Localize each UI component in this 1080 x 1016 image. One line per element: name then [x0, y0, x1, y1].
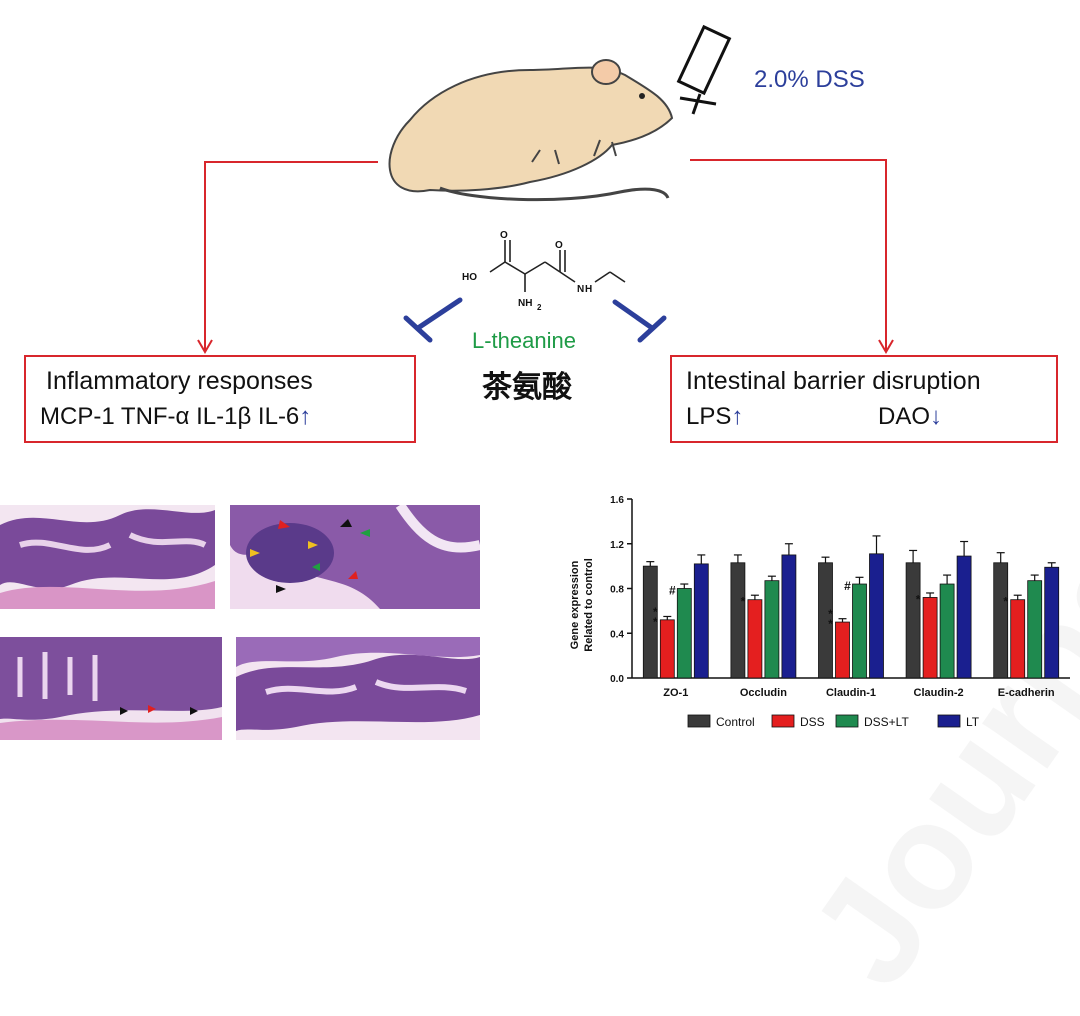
bar-lt-occludin [781, 554, 797, 679]
histology-lt-image [236, 637, 480, 740]
bar-dss-lt-claudin-2 [939, 583, 955, 679]
y-tick-label: 1.6 [610, 495, 624, 506]
dss-label: 2.0% DSS [754, 66, 865, 93]
barrier-box: Intestinal barrier disruption LPS↑ DAO↓ [670, 355, 1058, 443]
lps-line: LPS↑ [686, 403, 743, 431]
significance-mark: # [669, 584, 676, 598]
legend-swatch [937, 714, 961, 728]
syringe-icon [676, 24, 732, 115]
y-axis-label-line2: Related to control [583, 558, 595, 652]
bar-dss-lt-occludin [764, 580, 780, 679]
bar-control-occludin [730, 562, 746, 679]
x-tick-label: Occludin [740, 687, 787, 699]
significance-mark: * [828, 607, 833, 621]
bar-control-e-cadherin [993, 562, 1009, 679]
inflammatory-title: Inflammatory responses [46, 367, 313, 395]
bar-lt-zo-1 [693, 563, 709, 679]
significance-mark: * [741, 595, 746, 609]
oxygen-label-1: O [500, 230, 508, 241]
gene-expression-chart: Gene expression Related to control 0.0 0.… [569, 495, 1070, 729]
left-connector-arrow [197, 161, 378, 354]
y-tick-label: 0.0 [610, 674, 624, 685]
right-connector-arrow [690, 159, 894, 354]
bar-dss-e-cadherin [1010, 599, 1026, 679]
legend-label: Control [716, 715, 755, 729]
histology-dss-image [230, 505, 480, 609]
x-tick-label: Claudin-1 [826, 687, 876, 699]
bar-dss-lt-claudin-1 [852, 583, 867, 679]
bar-dss-claudin-2 [922, 597, 938, 679]
legend-label: LT [966, 715, 980, 729]
bar-lt-claudin-1 [869, 553, 884, 679]
inflammatory-markers-line: MCP-1 TNF-α IL-1β IL-6↑ [40, 403, 311, 431]
x-tick-label: Claudin-2 [914, 687, 964, 699]
bar-lt-e-cadherin [1044, 566, 1060, 679]
legend-label: DSS [800, 715, 825, 729]
significance-mark: * [653, 605, 658, 619]
histology-control-image [0, 505, 215, 609]
y-axis-label-line1: Gene expression [569, 560, 581, 649]
dao-line: DAO↓ [878, 403, 942, 431]
x-tick-label: E-cadherin [998, 687, 1055, 699]
arrow-up-icon: ↑ [731, 403, 744, 430]
significance-mark: * [1003, 595, 1008, 609]
amine-label: NH [518, 298, 532, 309]
mouse-illustration [388, 59, 674, 202]
legend-label: DSS+LT [864, 715, 909, 729]
significance-mark: * [916, 592, 921, 606]
bar-dss-occludin [747, 599, 763, 679]
significance-mark: * [828, 617, 833, 631]
amide-n-label: N [577, 284, 584, 295]
y-tick-label: 0.8 [610, 585, 624, 596]
arrow-down-icon: ↓ [930, 403, 943, 430]
dao-marker: DAO [878, 403, 931, 430]
barrier-title: Intestinal barrier disruption [686, 367, 981, 395]
bar-control-claudin-2 [905, 562, 921, 679]
right-inhibition-arrow [612, 299, 667, 343]
amide-h-label: H [585, 284, 592, 295]
left-inhibition-arrow [403, 297, 463, 343]
legend-swatch [835, 714, 859, 728]
lps-marker: LPS [686, 403, 732, 430]
y-tick-label: 1.2 [610, 540, 624, 551]
significance-mark: # [844, 579, 851, 593]
x-tick-label: ZO-1 [663, 687, 688, 699]
amine-subscript: 2 [537, 303, 542, 312]
bar-dss-lt-zo-1 [676, 588, 692, 679]
significance-mark: * [653, 615, 658, 629]
inflammatory-markers: MCP-1 TNF-α IL-1β IL-6 [40, 403, 300, 430]
legend-swatch [771, 714, 795, 728]
oxygen-label-2: O [555, 240, 563, 251]
bar-dss-lt-e-cadherin [1027, 580, 1043, 679]
chinese-name-label: 茶氨酸 [482, 370, 572, 405]
legend-swatch [687, 714, 711, 728]
bar-dss-zo-1 [659, 619, 675, 679]
l-theanine-label: L-theanine [472, 328, 576, 353]
hydroxyl-label: HO [462, 272, 477, 283]
inflammatory-box: Inflammatory responses MCP-1 TNF-α IL-1β… [24, 355, 416, 443]
bar-lt-claudin-2 [956, 555, 972, 679]
chemical-structure [489, 240, 626, 292]
y-tick-label: 0.4 [610, 629, 624, 640]
arrow-up-icon: ↑ [299, 403, 312, 430]
histology-dss-lt-image [0, 637, 222, 740]
bar-dss-claudin-1 [835, 621, 850, 679]
diagram-canvas: O O HO NH 2 N H [197, 24, 894, 354]
